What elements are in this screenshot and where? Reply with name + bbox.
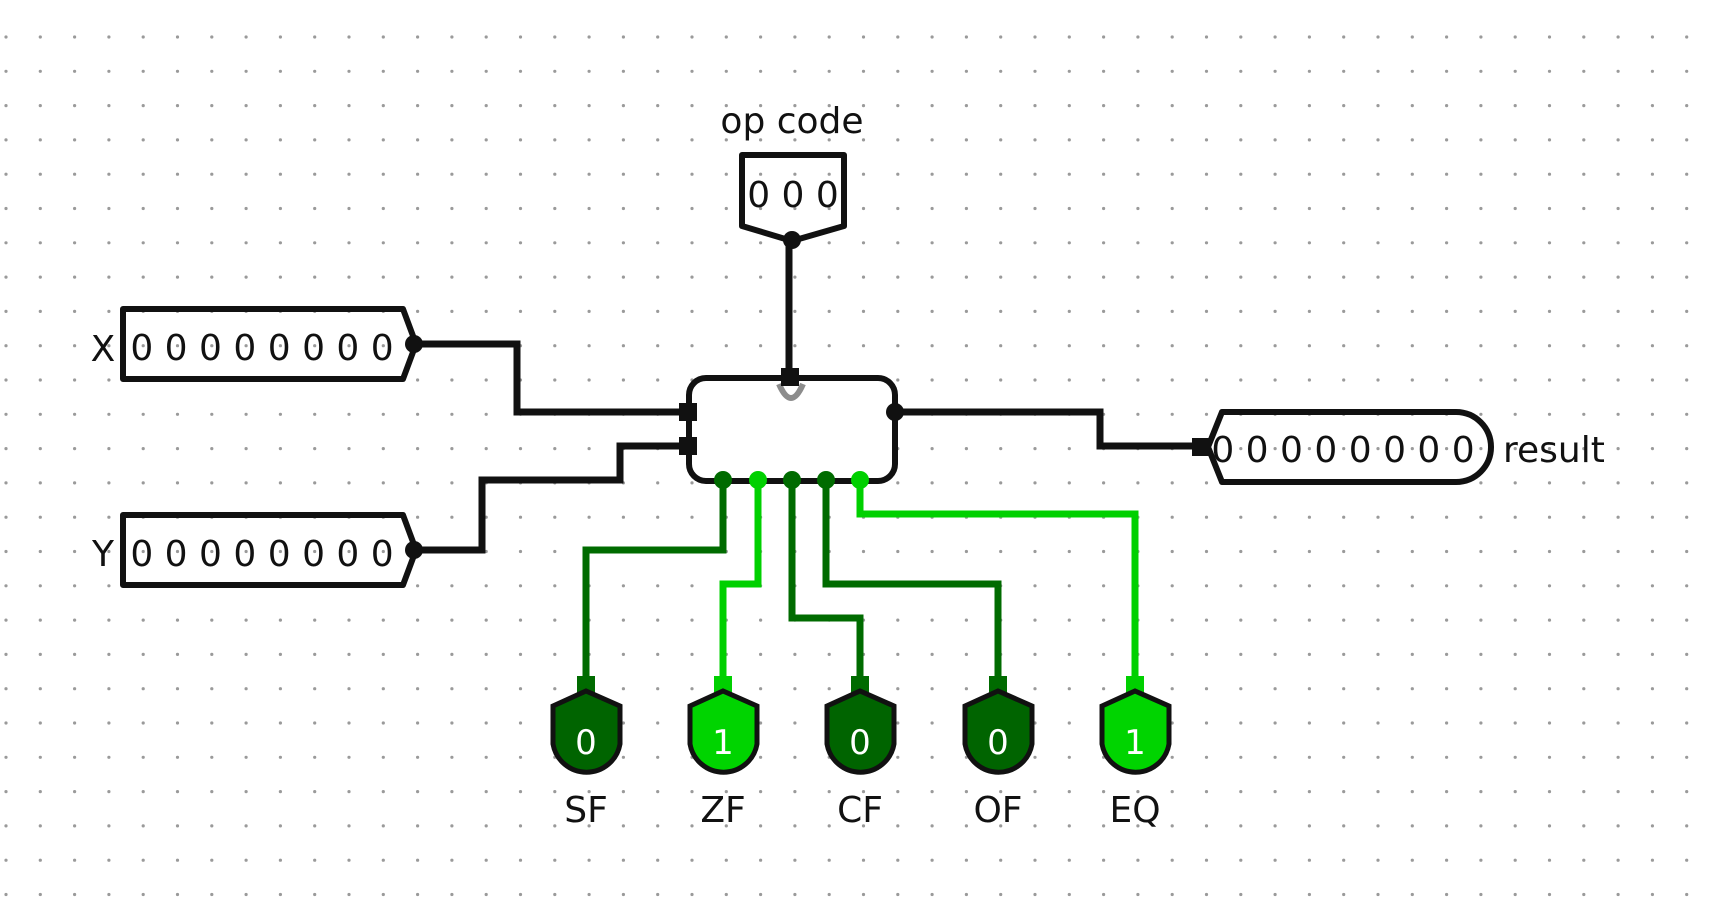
eq-label: EQ [1109,790,1160,831]
flag-led-cf: 0 CF [824,676,897,831]
result-label: result [1503,430,1605,471]
cf-label: CF [837,790,883,831]
opcode-value: 0 0 0 [747,175,839,216]
of-led-shape [962,688,1035,775]
flag-wires [582,480,1139,690]
zf-led-shape [687,688,760,775]
y-pin-shape [120,512,419,588]
wire-x [413,340,685,416]
y-label: Y [91,534,115,575]
opcode-connector [783,231,801,249]
of-led-value: 0 [987,723,1009,763]
eq-led-connector [1126,676,1144,694]
flag-led-sf: 0 SF [550,676,623,831]
wire-sf [582,480,727,690]
alu-chip-icon [686,375,898,484]
opcode-label: op code [720,101,863,142]
alu-eq-port [851,471,869,489]
alu-cf-port [783,471,801,489]
result-value: 0 0 0 0 0 0 0 0 [1211,430,1474,471]
x-pin-shape [120,306,419,382]
result-output: 0 0 0 0 0 0 0 0 result [1192,409,1605,485]
alu-of-port [817,471,835,489]
result-connector [1192,438,1210,456]
flag-led-zf: 1 ZF [687,676,760,831]
wire-zf [719,480,762,690]
flag-led-of: 0 OF [962,676,1035,831]
sf-led-value: 0 [575,723,597,763]
cf-led-value: 0 [849,723,871,763]
wire-eq [856,480,1139,690]
of-led-connector [989,676,1007,694]
alu-x-port [679,403,697,421]
alu-y-port [679,437,697,455]
x-label: X [91,329,116,370]
sf-label: SF [564,790,608,831]
sf-led-connector [577,676,595,694]
wire-result [895,408,1202,450]
y-connector [405,541,423,559]
zf-led-value: 1 [712,723,734,763]
opcode-pin-shape [739,152,847,244]
alu-clock-notch [776,382,806,401]
eq-led-value: 1 [1124,723,1146,763]
x-input[interactable]: X 0 0 0 0 0 0 0 0 [91,306,423,382]
alu-zf-port [749,471,767,489]
x-value: 0 0 0 0 0 0 0 0 [130,328,393,369]
sf-led-shape [550,688,623,775]
eq-led-shape [1099,688,1172,775]
alu-block[interactable] [679,368,904,489]
zf-label: ZF [700,790,745,831]
result-pin-shape [1205,409,1494,485]
wire-y [413,442,685,554]
opcode-input[interactable]: op code 0 0 0 [720,101,864,249]
y-input[interactable]: Y 0 0 0 0 0 0 0 0 [91,512,423,588]
wire-of [822,480,1002,690]
flag-led-eq: 1 EQ [1099,676,1172,831]
alu-result-port [886,403,904,421]
alu-opcode-port [781,368,799,386]
alu-sf-port [714,471,732,489]
x-connector [405,335,423,353]
wire-cf [788,480,864,690]
y-value: 0 0 0 0 0 0 0 0 [130,534,393,575]
zf-led-connector [714,676,732,694]
flag-leds: 0 SF 1 ZF 0 CF 0 OF 1 EQ [550,676,1172,831]
cf-led-connector [851,676,869,694]
bus-wires [413,239,1202,554]
of-label: OF [973,790,1022,831]
cf-led-shape [824,688,897,775]
